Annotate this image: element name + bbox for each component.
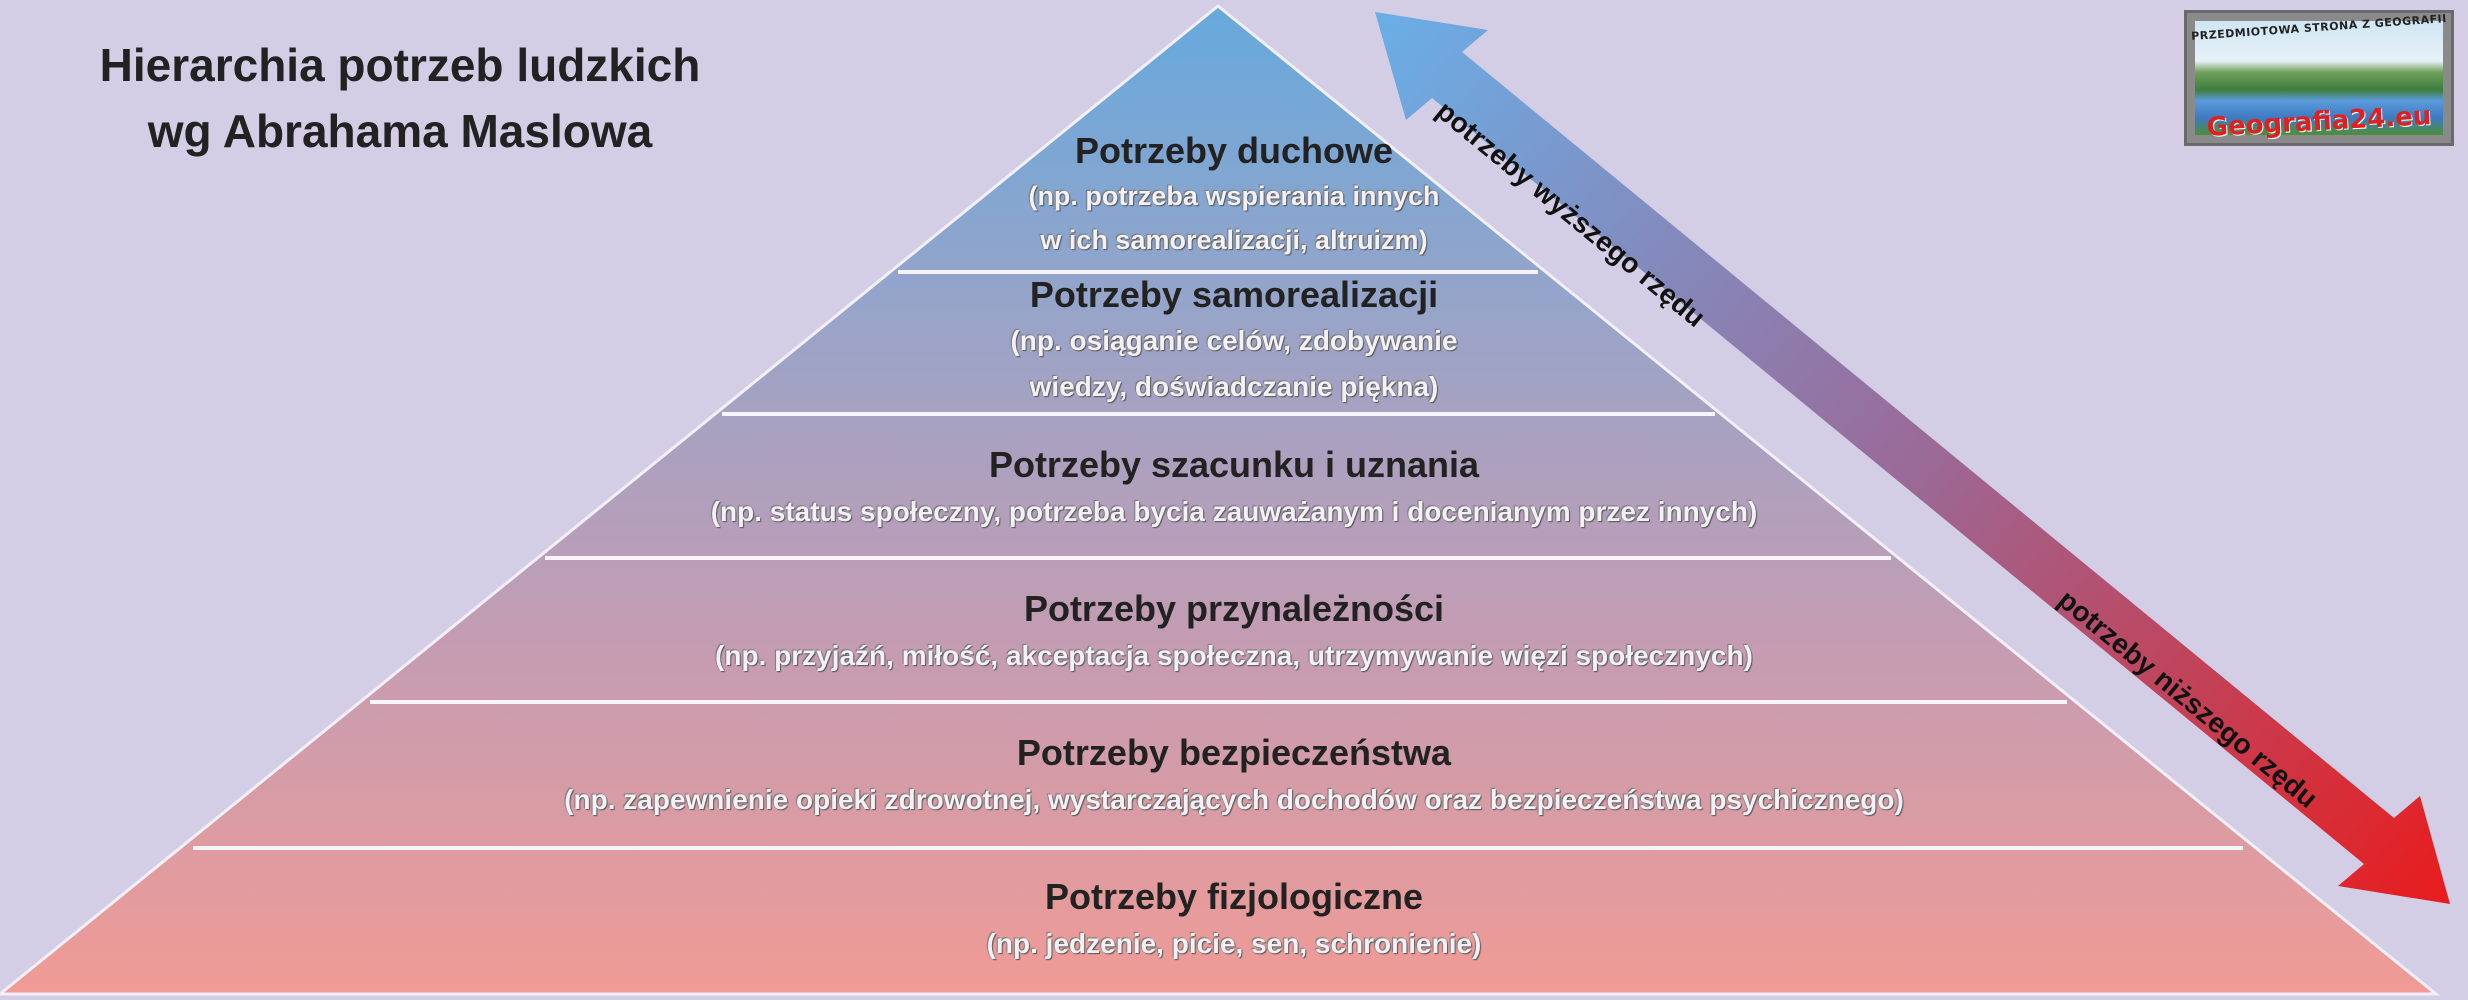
title-line-2: wg Abrahama Maslowa bbox=[147, 105, 653, 157]
diagram-title: Hierarchia potrzeb ludzkich wg Abrahama … bbox=[60, 32, 740, 164]
geografia24-logo[interactable]: PRZEDMIOTOWA STRONA Z GEOGRAFII Geografi… bbox=[2184, 10, 2454, 146]
pyramid-dividers bbox=[193, 270, 2243, 850]
pyramid bbox=[0, 4, 2441, 996]
arrow-shape bbox=[1375, 12, 2450, 904]
title-line-1: Hierarchia potrzeb ludzkich bbox=[99, 39, 701, 91]
logo-landscape-image bbox=[2195, 21, 2443, 135]
